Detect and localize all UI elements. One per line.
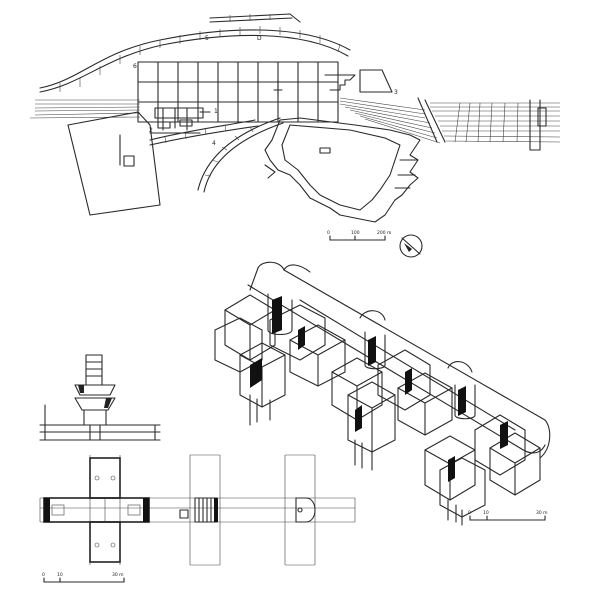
road-edge bbox=[417, 97, 438, 143]
plan-grid bbox=[39, 454, 356, 566]
rounded-unit bbox=[295, 497, 316, 523]
elevation-shade bbox=[104, 398, 112, 408]
module-middle bbox=[331, 331, 453, 471]
site-label: 4 bbox=[212, 140, 216, 147]
elevation-view bbox=[39, 354, 161, 441]
north-arrow-icon bbox=[399, 234, 423, 258]
elevation-tower bbox=[74, 354, 116, 441]
isometric-view: 0 10 30 m bbox=[214, 261, 551, 526]
module-right bbox=[424, 384, 541, 526]
plan-wall-fill bbox=[143, 498, 149, 522]
site-label: 1 bbox=[214, 108, 218, 115]
plan-scale-tick: 10 bbox=[57, 572, 63, 578]
upper-curved-track bbox=[39, 13, 351, 93]
site-scale-bar: 0 100 200 m bbox=[327, 230, 391, 241]
site-label: 3 bbox=[394, 89, 398, 96]
lower-curved-track bbox=[149, 117, 284, 193]
plan-wall-fill bbox=[214, 498, 218, 522]
small-block bbox=[537, 107, 547, 127]
cross-unit bbox=[43, 457, 150, 563]
site-plan: 1 2 3 4 5 6 D 0 100 200 m bbox=[29, 13, 561, 258]
site-scale-tick: 200 m bbox=[377, 230, 391, 236]
site-mark: D bbox=[257, 35, 262, 42]
irregular-building bbox=[264, 117, 421, 223]
iso-scale-tick: 30 m bbox=[536, 510, 548, 516]
elevation-shade bbox=[78, 385, 84, 393]
site-label: 6 bbox=[133, 63, 137, 70]
iso-scale-tick: 0 bbox=[468, 510, 471, 516]
plan-wall-fill bbox=[44, 498, 50, 522]
site-label: 5 bbox=[205, 35, 209, 42]
main-grid-block bbox=[137, 61, 339, 123]
floor-plan: 0 10 30 m bbox=[39, 454, 356, 583]
road-end bbox=[529, 99, 541, 151]
shadow-faces bbox=[250, 296, 508, 482]
plan-scale-tick: 0 bbox=[42, 572, 45, 578]
iso-scale-bar: 0 10 30 m bbox=[468, 510, 548, 521]
site-scale-tick: 100 bbox=[351, 230, 360, 236]
iso-scale-tick: 10 bbox=[483, 510, 489, 516]
plan-scale-bar: 0 10 30 m bbox=[42, 572, 125, 583]
site-label: 2 bbox=[149, 127, 153, 134]
site-scale-tick: 0 bbox=[327, 230, 330, 236]
plan-scale-tick: 30 m bbox=[112, 572, 124, 578]
road-edge bbox=[424, 99, 446, 143]
rotated-square-building bbox=[67, 111, 161, 216]
structure-detail bbox=[149, 107, 211, 134]
cross-unit-details bbox=[51, 475, 141, 548]
stair-core bbox=[179, 497, 218, 523]
road-lines bbox=[29, 97, 561, 144]
stair-element bbox=[273, 69, 393, 96]
